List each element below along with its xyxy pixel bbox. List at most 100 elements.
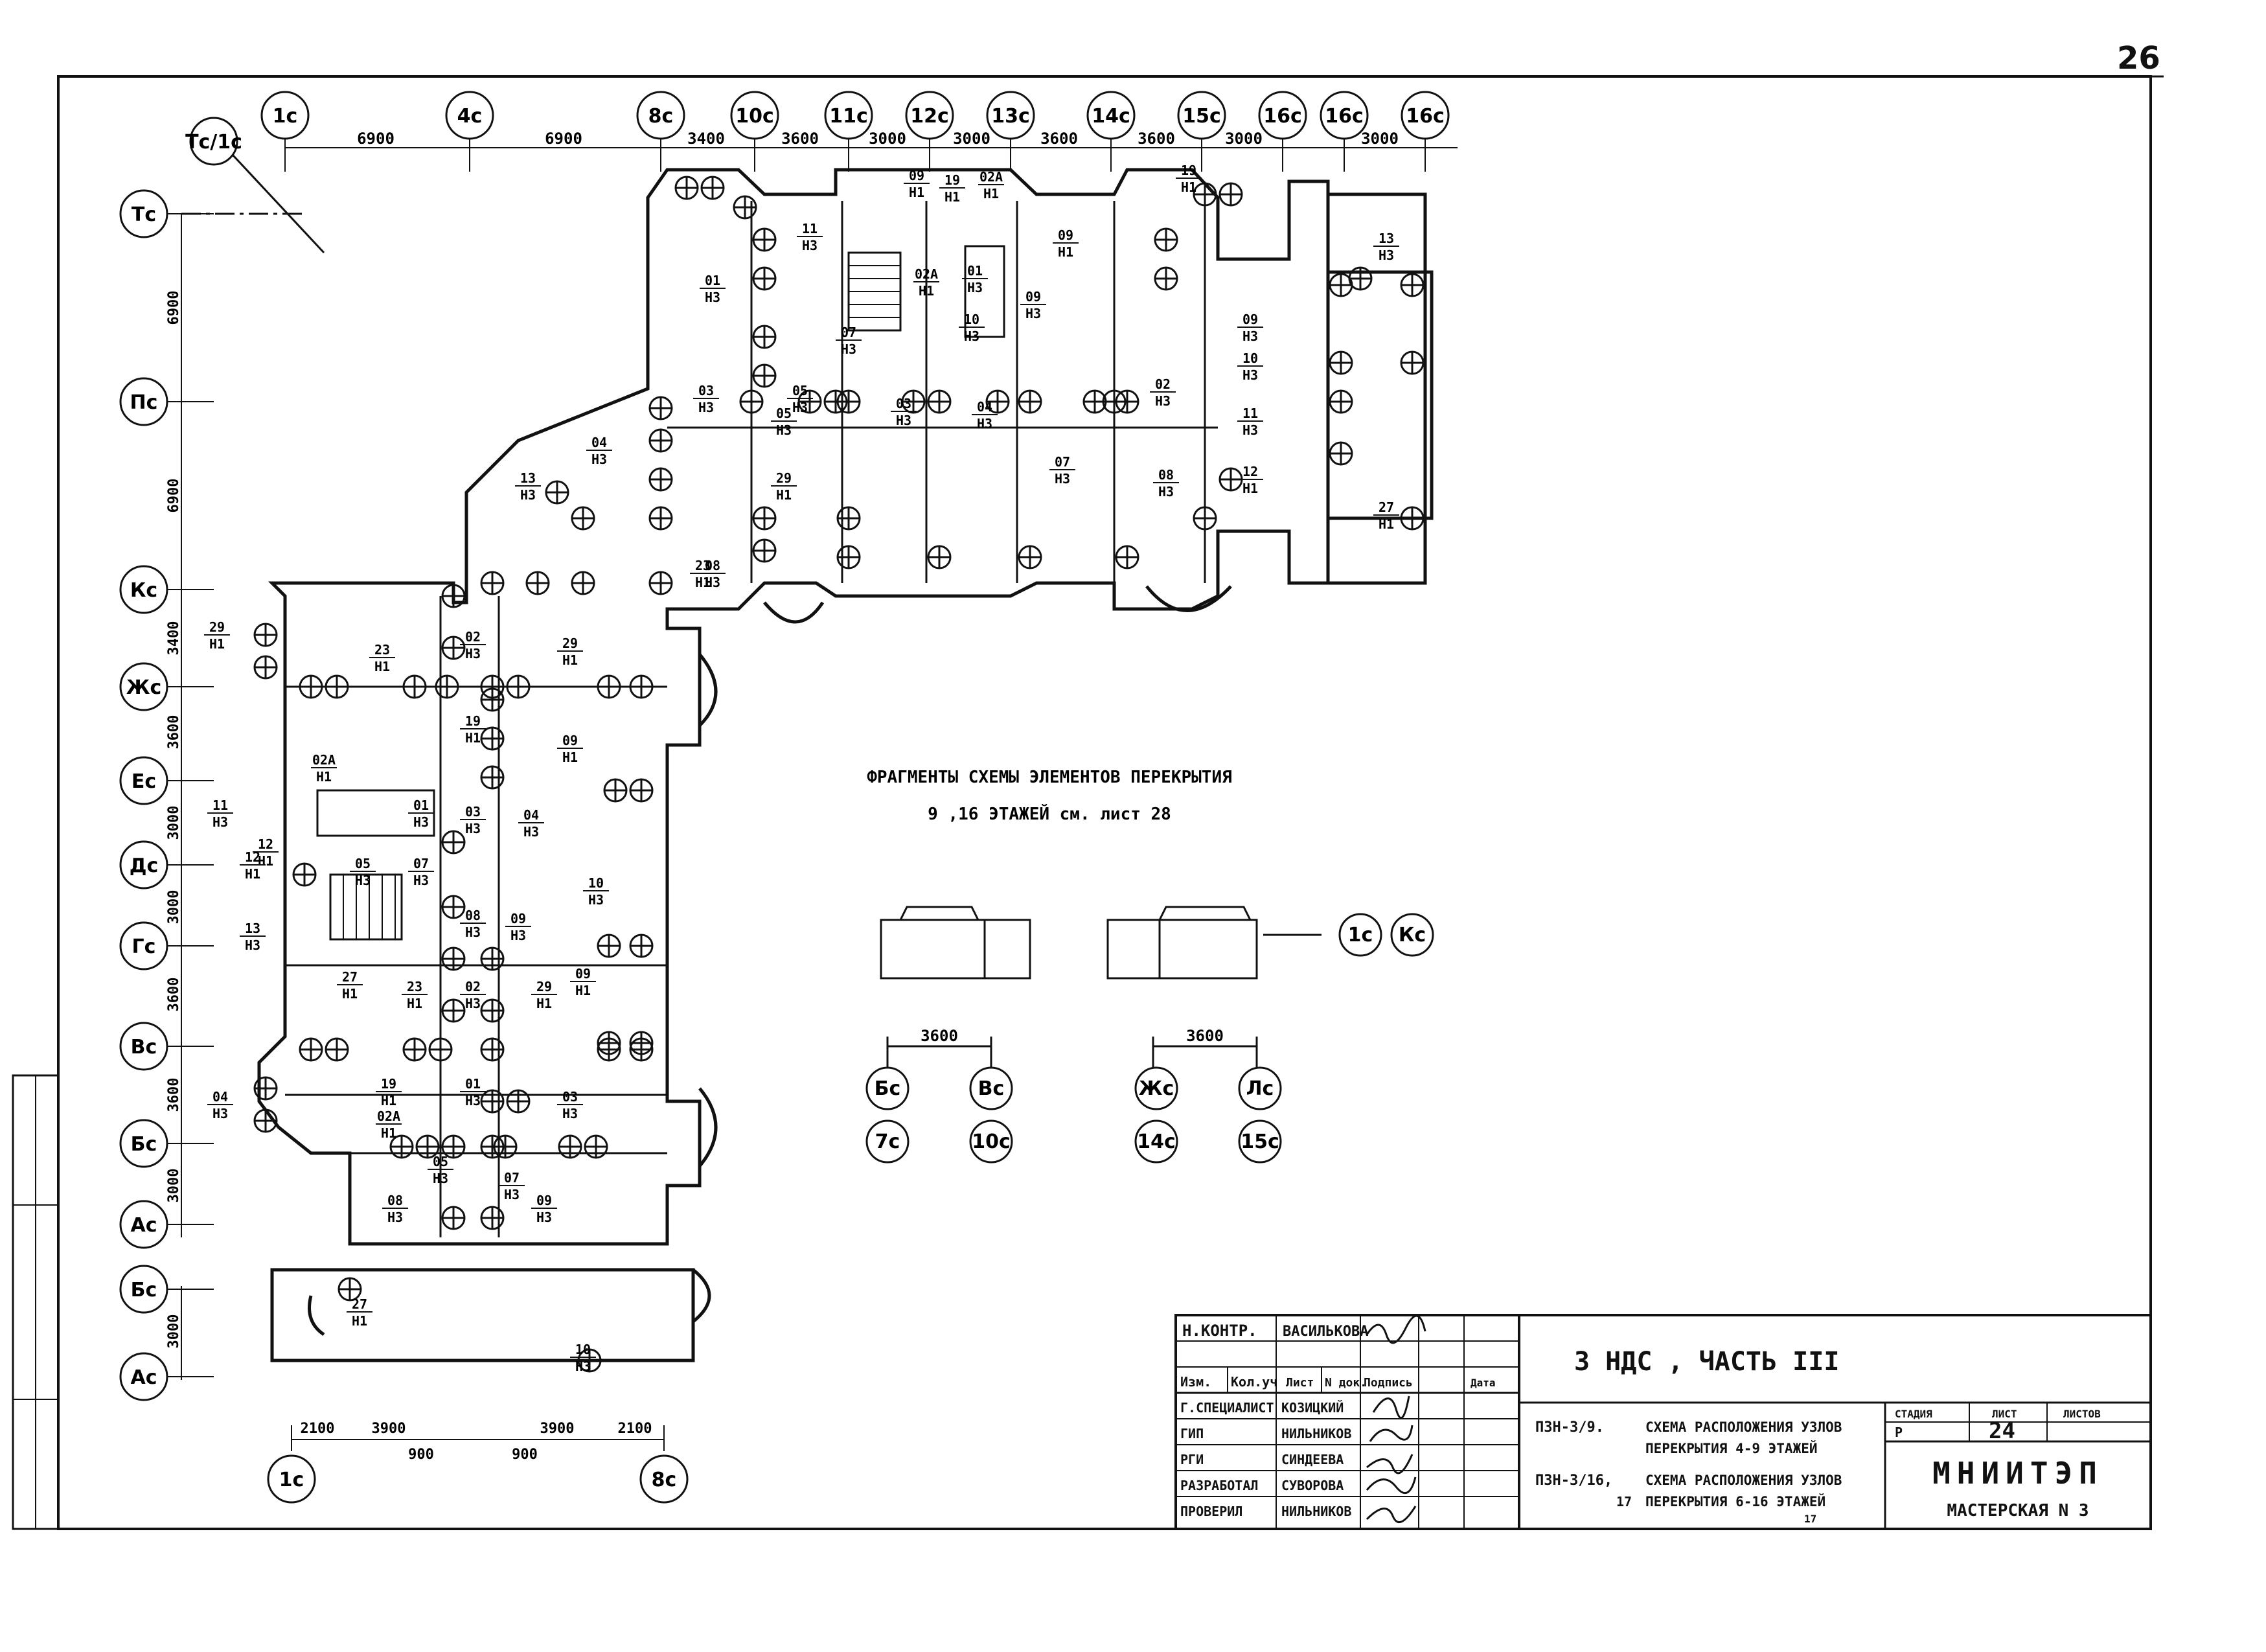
svg-text:29: 29 [536, 979, 552, 994]
tb-project: 3 НДС , ЧАСТЬ III [1574, 1347, 1839, 1377]
top-axis-2: 8с [636, 91, 685, 140]
left-axis-11: Ас [119, 1352, 168, 1401]
node-marker [253, 1108, 278, 1133]
node-marker [441, 584, 466, 608]
svg-text:Н3: Н3 [387, 1210, 403, 1225]
left-axis-11-label: Ас [130, 1366, 157, 1389]
svg-text:27: 27 [342, 969, 358, 985]
top-dim-9: 3000 [1361, 130, 1399, 148]
svg-text:Н3: Н3 [413, 814, 429, 830]
node-marker [480, 946, 505, 971]
top-axis-1-label: 4с [457, 105, 483, 128]
title-block-text: Н.КОНТР. ВАСИЛЬКОВА Изм. Кол.уч Лист N д… [1180, 1322, 2101, 1525]
top-dim-7: 3600 [1138, 130, 1175, 148]
svg-text:Н1: Н1 [465, 730, 481, 746]
svg-text:02: 02 [465, 629, 481, 645]
svg-text:Н3: Н3 [465, 1093, 481, 1108]
top-dim-2: 3400 [687, 130, 725, 148]
node-marker [325, 1037, 349, 1062]
svg-text:Н3: Н3 [792, 400, 808, 415]
svg-text:Н3: Н3 [1155, 393, 1171, 409]
title-block [1174, 1314, 2152, 1530]
svg-text:09: 09 [1242, 312, 1258, 327]
svg-text:Н3: Н3 [588, 892, 604, 908]
svg-text:05: 05 [776, 406, 792, 421]
tb-role-2: Г.СПЕЦИАЛИСТ [1180, 1400, 1274, 1416]
node-marker [253, 1076, 278, 1101]
left-axis-0-label: Тс [132, 203, 156, 226]
top-dim-1: 6900 [545, 130, 582, 148]
svg-text:Н3: Н3 [575, 1359, 591, 1374]
svg-text:Н3: Н3 [413, 873, 429, 888]
left-dim-9: 3000 [166, 1314, 182, 1349]
top-axis-4: 11с [824, 91, 873, 140]
corner-axis-label: Тс/1с [185, 131, 242, 154]
svg-text:Н1: Н1 [562, 652, 578, 668]
bottom-dim-2: 3900 [540, 1421, 575, 1437]
fragment-section [880, 906, 1322, 1069]
tb-sheet-label: ЛИСТ [1992, 1408, 2017, 1420]
svg-text:07: 07 [1055, 454, 1070, 470]
node-marker [597, 934, 621, 958]
svg-text:01: 01 [705, 273, 720, 288]
left-axis-4: Ес [119, 756, 168, 805]
svg-text:Н3: Н3 [245, 937, 260, 953]
tb-role-0: Н.КОНТР. [1182, 1322, 1257, 1340]
node-markers [253, 176, 1425, 1373]
svg-text:Н3: Н3 [698, 400, 714, 415]
corner-axis-bubble: Тс/1с [185, 117, 242, 166]
node-marker [1193, 182, 1217, 207]
node-marker [389, 1134, 414, 1159]
fragment-ref-axis-1: Кс [1390, 913, 1434, 957]
left-axis-5: Дс [119, 840, 168, 889]
tb-role-6: ПРОВЕРИЛ [1180, 1504, 1242, 1519]
node-marker [338, 1277, 362, 1302]
left-dim-0: 6900 [166, 291, 182, 325]
top-axis-5-label: 12с [910, 105, 949, 128]
svg-text:Н3: Н3 [802, 238, 818, 253]
node-marker [1115, 389, 1139, 414]
node-marker [927, 545, 952, 569]
svg-text:Н1: Н1 [316, 769, 332, 785]
node-marker [603, 778, 628, 803]
svg-text:Н3: Н3 [964, 328, 979, 344]
svg-text:19: 19 [944, 172, 960, 188]
node-marker [441, 830, 466, 855]
node-marker [480, 1037, 505, 1062]
node-marker [480, 687, 505, 712]
fragment-axis-5: Лс [1238, 1066, 1282, 1110]
svg-text:04: 04 [591, 435, 607, 450]
top-dim-6: 3600 [1040, 130, 1078, 148]
svg-text:02: 02 [465, 979, 481, 994]
fragment-axis-1: Вс [969, 1066, 1013, 1110]
svg-text:Н3: Н3 [1379, 247, 1394, 263]
node-marker [752, 266, 777, 291]
top-dim-8: 3000 [1225, 130, 1263, 148]
svg-text:Н3: Н3 [504, 1187, 520, 1202]
svg-text:Н1: Н1 [381, 1093, 396, 1108]
node-marker [480, 1206, 505, 1230]
left-axis-0: Тс [119, 189, 168, 238]
svg-text:Н1: Н1 [342, 986, 358, 1002]
bottom-dim-1: 3900 [372, 1421, 406, 1437]
node-marker [752, 363, 777, 388]
svg-text:Н3: Н3 [1055, 471, 1070, 487]
node-marker [480, 765, 505, 790]
tb-role-3: ГИП [1180, 1426, 1204, 1441]
svg-text:19: 19 [465, 713, 481, 729]
